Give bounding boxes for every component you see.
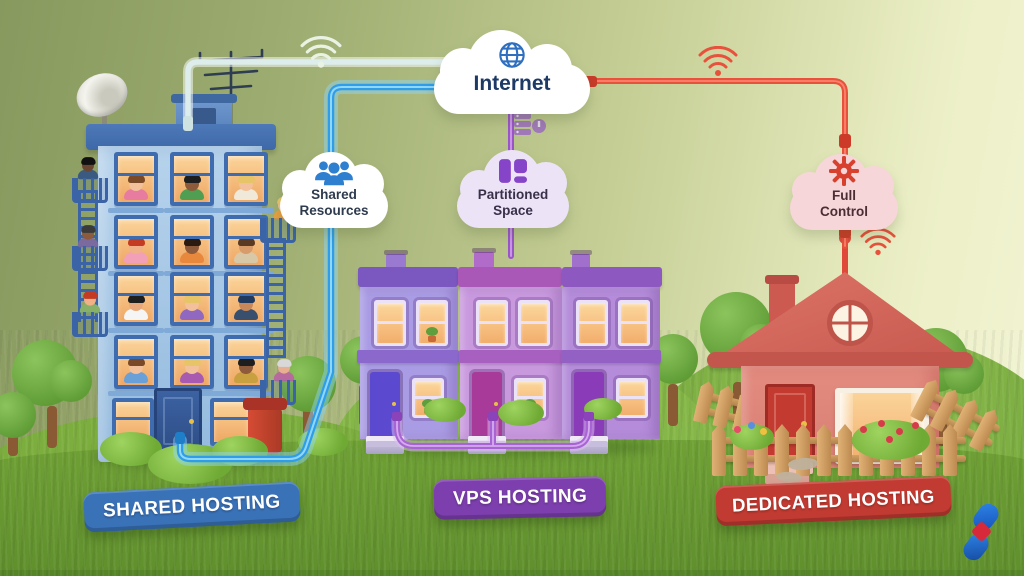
bush [498,400,544,426]
wifi-icon [698,46,738,76]
resident [77,157,99,180]
balcony [72,312,108,337]
window [108,152,164,213]
window [218,152,274,213]
stoop-steps [366,436,404,454]
users-icon [315,161,353,186]
rooftop-antenna [839,232,851,276]
window [576,300,608,346]
door [472,372,502,436]
chimney [472,248,496,268]
window [164,215,220,276]
gear-icon [829,156,859,186]
balcony [72,246,108,271]
resident [79,291,101,314]
server-icon [514,113,546,135]
parapet [562,267,662,287]
window [164,272,220,333]
resident [273,359,295,382]
window [416,300,448,346]
window [108,335,164,396]
globe-icon [499,42,525,68]
floor-trim [561,350,661,363]
eaves [707,352,973,368]
parapet [458,267,562,287]
bush [424,398,466,422]
fire-escape-ladder [266,238,286,358]
stoop-steps [468,436,506,454]
parapet [358,267,458,287]
window [518,300,550,346]
door [370,372,400,436]
rose-bush [852,420,930,460]
vps-hosting-badge: VPS HOSTING [433,476,607,520]
resident [77,225,99,248]
window [476,300,508,346]
round-attic-window [827,300,873,346]
balcony [72,178,108,203]
window [164,152,220,213]
window [164,335,220,396]
floor-trim [459,350,563,363]
chimney [570,250,592,269]
window [108,272,164,333]
bush [212,436,268,466]
flower-bush [730,422,774,450]
stoop-steps [570,436,608,454]
wifi-icon [300,36,342,68]
brand-s-logo [959,499,1006,565]
window [218,272,274,333]
internet-label: Internet [473,72,551,95]
window [618,300,650,346]
bush [584,398,622,420]
window [374,300,406,346]
bush [298,428,348,456]
internet-cloud: Internet [430,28,594,114]
partition-icon [499,159,527,183]
tree [0,392,40,456]
window [108,215,164,276]
floor-trim [357,350,459,363]
